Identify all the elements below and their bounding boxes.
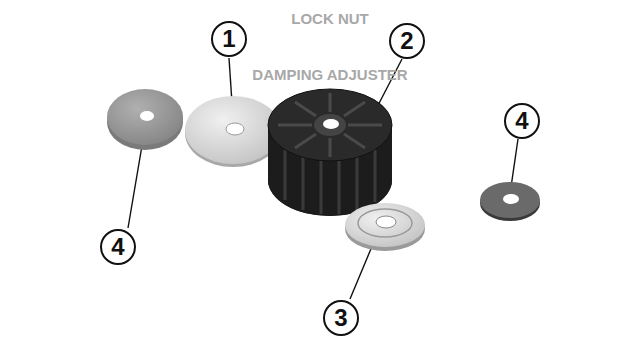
washer-1: [185, 96, 281, 167]
callout-number: 1: [211, 21, 247, 57]
washer-4-right: [480, 182, 540, 221]
callout-number: 3: [323, 300, 359, 336]
stepped-washer-3: [345, 203, 425, 251]
background-text: DAMPING ADJUSTER: [252, 66, 407, 83]
callout-number: 2: [389, 23, 425, 59]
background-text: LOCK NUT: [291, 10, 369, 27]
callout-number: 4: [100, 229, 136, 265]
washer-4-left: [107, 89, 183, 150]
leader-lines: [128, 58, 518, 299]
callout-number: 4: [504, 103, 540, 139]
rubber-bushing-2: [268, 89, 392, 216]
